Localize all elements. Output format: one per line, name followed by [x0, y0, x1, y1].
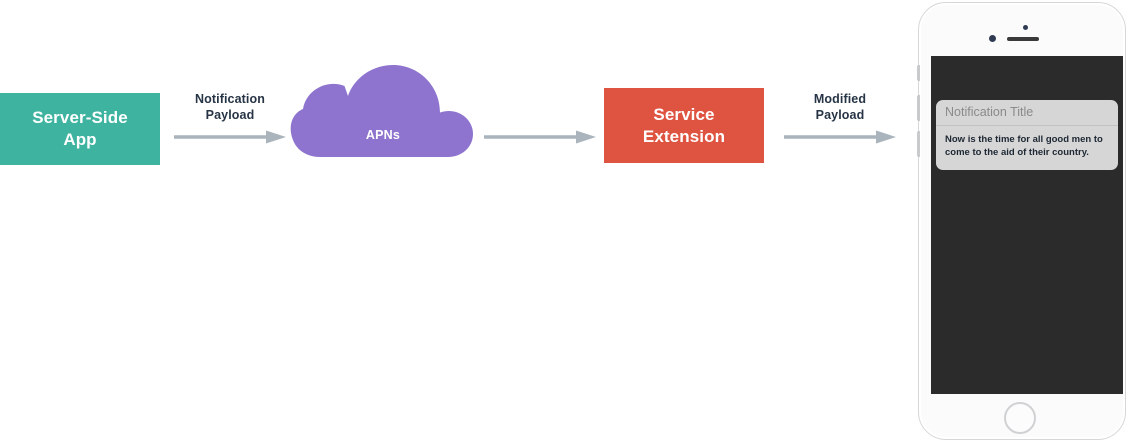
- cloud-shape-icon: [290, 65, 473, 157]
- node-service-extension-label-line-1: Service: [653, 104, 715, 124]
- phone-earpiece-speaker-icon: [1007, 37, 1039, 41]
- edge-label-modified-payload-line-1: Modified: [813, 92, 867, 106]
- node-server-side-app-label: Server-Side App: [32, 107, 128, 151]
- node-service-extension-label-line-2: Extension: [642, 126, 726, 146]
- edge-label-notification-payload: Notification Payload: [165, 91, 295, 124]
- arrow-service-extension-to-device: [784, 130, 896, 144]
- edge-label-notification-payload-line-1: Notification: [195, 92, 265, 106]
- phone-screen: Notification Title Now is the time for a…: [931, 56, 1123, 394]
- node-apns-cloud[interactable]: APNs: [288, 56, 478, 162]
- phone-volume-down-button[interactable]: [917, 131, 920, 157]
- node-service-extension[interactable]: Service Extension: [604, 88, 764, 163]
- phone-body: Notification Title Now is the time for a…: [917, 2, 1126, 440]
- phone-proximity-sensor-icon: [989, 35, 996, 42]
- notification-banner[interactable]: Notification Title Now is the time for a…: [936, 100, 1118, 170]
- node-apns-label: APNs: [365, 128, 401, 142]
- phone-front-camera-icon: [1023, 25, 1028, 30]
- arrow-server-to-apns: [174, 130, 286, 144]
- device-iphone-mockup: Notification Title Now is the time for a…: [917, 2, 1134, 443]
- edge-label-modified-payload-line-2: Payload: [815, 108, 865, 123]
- node-server-side-app-label-line-2: App: [63, 130, 97, 149]
- node-server-side-app[interactable]: Server-Side App: [0, 93, 160, 165]
- node-service-extension-label: Service Extension: [643, 104, 725, 148]
- phone-volume-up-button[interactable]: [917, 95, 920, 121]
- edge-label-modified-payload: Modified Payload: [775, 91, 905, 124]
- phone-silent-switch[interactable]: [917, 65, 920, 81]
- node-server-side-app-label-line-1: Server-Side: [32, 108, 128, 128]
- arrow-apns-to-service-extension: [484, 130, 596, 144]
- edge-label-notification-payload-line-2: Payload: [205, 108, 255, 123]
- notification-body: Now is the time for all good men to come…: [945, 133, 1103, 158]
- notification-title: Notification Title: [936, 100, 1118, 126]
- phone-home-button[interactable]: [1004, 402, 1036, 434]
